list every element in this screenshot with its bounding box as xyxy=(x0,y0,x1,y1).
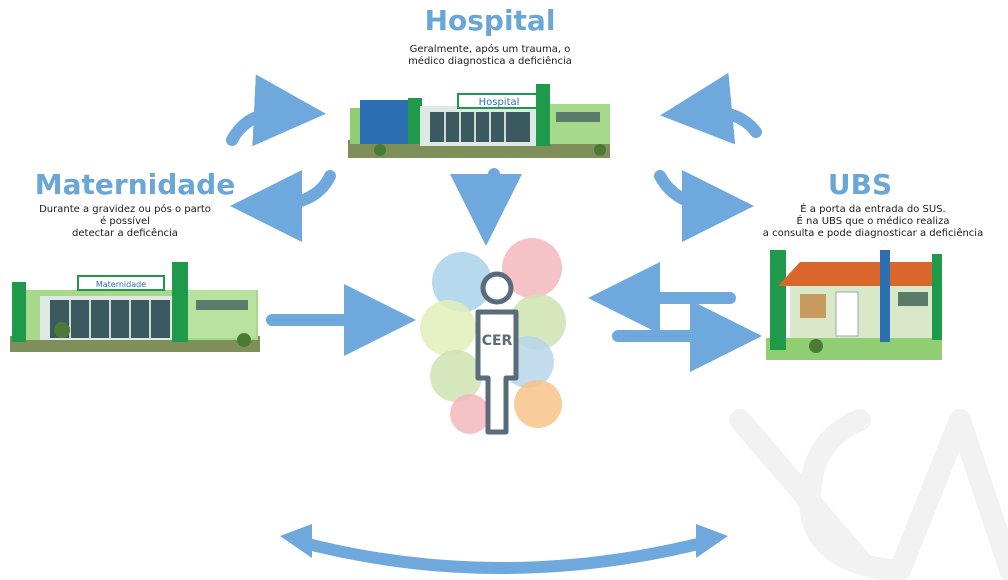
cer-person-icon xyxy=(475,271,519,435)
maternidade-description: Durante a gravidez ou pós o parto é poss… xyxy=(10,204,240,240)
ubs-desc-line: É a porta da entrada do SUS. xyxy=(800,204,946,215)
arrow-maternidade-ubs-bidirectional xyxy=(294,536,712,574)
arrow-ubs-to-hospital xyxy=(660,72,762,145)
arrow-hospital-to-ubs xyxy=(654,169,754,242)
maternidade-building xyxy=(10,262,260,352)
arrow-maternidade-to-hospital xyxy=(226,74,326,147)
hospital-sign: Hospital xyxy=(479,97,520,108)
ubs-desc-line: a consulta e pode diagnosticar a deficiê… xyxy=(762,228,984,239)
eye-icon xyxy=(510,294,566,350)
head-icon xyxy=(502,238,562,298)
ubs-desc-line: É na UBS que o médico realiza xyxy=(796,216,950,227)
arrow-hospital-to-maternidade xyxy=(230,169,336,242)
walker-icon xyxy=(514,380,562,428)
wheelchair-icon xyxy=(430,350,482,402)
arrow-hospital-to-cer xyxy=(450,168,522,246)
maternidade-desc-line: é possível xyxy=(100,216,150,227)
hospital-title: Hospital xyxy=(424,4,556,37)
maternidade-desc-line: Durante a gravidez ou pós o parto xyxy=(39,204,211,215)
hospital-desc-line: Geralmente, após um trauma, o xyxy=(409,44,571,55)
hospital-desc-line: médico diagnostica a deficiência xyxy=(408,56,572,67)
arrow-head-right xyxy=(696,524,728,558)
ubs-description: É a porta da entrada do SUS. É na UBS qu… xyxy=(742,204,1004,240)
ubs-building xyxy=(766,250,942,360)
maternidade-title: Maternidade xyxy=(34,168,236,201)
arrow-head-left xyxy=(280,524,312,558)
hospital-building xyxy=(348,84,610,158)
hospital-description: Geralmente, após um trauma, o médico dia… xyxy=(370,44,610,68)
cer-label: CER xyxy=(482,333,513,349)
brain-icon xyxy=(432,252,492,312)
maternidade-sign: Maternidade xyxy=(96,280,146,289)
maternidade-desc-line: detectar a deficência xyxy=(72,228,178,239)
ubs-title: UBS xyxy=(827,168,893,201)
